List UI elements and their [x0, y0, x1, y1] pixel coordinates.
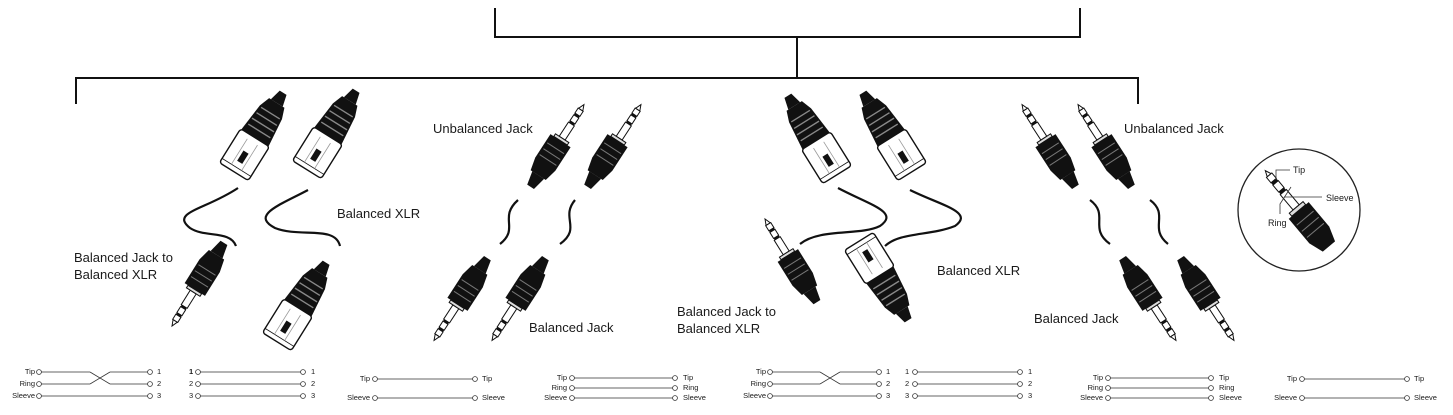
wiring-schematic-xlr-straight: 1 2 3 1 2 3	[905, 367, 1032, 400]
svg-text:1: 1	[189, 367, 193, 376]
xlr-connector	[772, 86, 853, 185]
svg-text:Ring: Ring	[552, 383, 567, 392]
svg-text:Sleeve: Sleeve	[1414, 393, 1437, 402]
svg-text:Tip: Tip	[1414, 374, 1424, 383]
svg-text:Ring: Ring	[683, 383, 698, 392]
svg-text:2: 2	[189, 379, 193, 388]
xlr-connector	[847, 83, 928, 182]
section-3-cables	[754, 83, 962, 330]
xlr-connector	[291, 81, 372, 180]
svg-text:Tip: Tip	[756, 367, 766, 376]
svg-text:Tip: Tip	[1093, 373, 1103, 382]
inset-label-ring: Ring	[1268, 218, 1287, 228]
label-balanced-xlr: Balanced XLR	[337, 206, 420, 221]
svg-text:Ring: Ring	[20, 379, 35, 388]
svg-text:3: 3	[311, 391, 315, 400]
balanced-jack-plug	[1112, 251, 1187, 348]
svg-text:Tip: Tip	[25, 367, 35, 376]
inset-label-tip: Tip	[1293, 165, 1305, 175]
svg-text:Tip: Tip	[1287, 374, 1297, 383]
section-2-cables	[423, 97, 652, 348]
xlr-connector	[261, 253, 342, 352]
svg-text:Tip: Tip	[482, 374, 492, 383]
svg-text:2: 2	[311, 379, 315, 388]
inset-label-sleeve: Sleeve	[1326, 193, 1354, 203]
svg-text:Sleeve: Sleeve	[544, 393, 567, 402]
label-balanced-jack: Balanced Jack	[529, 320, 614, 335]
label-unbalanced-jack: Unbalanced Jack	[1124, 121, 1224, 136]
label-balanced-xlr: Balanced XLR	[937, 263, 1020, 278]
svg-text:Ring: Ring	[751, 379, 766, 388]
svg-text:1: 1	[311, 367, 315, 376]
svg-text:Sleeve: Sleeve	[1219, 393, 1242, 402]
svg-text:2: 2	[886, 379, 890, 388]
wiring-schematic-ts: Tip Sleeve Tip Sleeve	[347, 374, 505, 402]
wiring-schematic-trs: Tip Ring Sleeve Tip Ring Sleeve	[544, 373, 706, 402]
svg-text:3: 3	[189, 391, 193, 400]
svg-text:3: 3	[905, 391, 909, 400]
svg-text:2: 2	[1028, 379, 1032, 388]
svg-text:Sleeve: Sleeve	[683, 393, 706, 402]
balanced-jack-plug	[754, 212, 828, 309]
wiring-schematic-crossover: Tip Ring Sleeve 1 2 3	[743, 367, 890, 400]
svg-text:Sleeve: Sleeve	[1274, 393, 1297, 402]
jack-anatomy-inset	[1237, 148, 1361, 272]
svg-text:Ring: Ring	[1219, 383, 1234, 392]
wiring-schematic-ts: Tip Sleeve Tip Sleeve	[1274, 374, 1437, 402]
svg-text:Ring: Ring	[1088, 383, 1103, 392]
label-balanced-jack-to-xlr: Balanced Jack to	[74, 250, 173, 265]
balanced-jack-plug	[1170, 251, 1245, 348]
xlr-connector	[218, 83, 299, 182]
svg-text:Tip: Tip	[683, 373, 693, 382]
section-1-cables	[161, 81, 372, 352]
svg-text:Tip: Tip	[557, 373, 567, 382]
wiring-schematic-xlr-straight: 1 2 3 1 2 3	[189, 367, 315, 400]
svg-text:3: 3	[886, 391, 890, 400]
wiring-schematic-trs: Tip Ring Sleeve Tip Ring Sleeve	[1080, 373, 1242, 402]
svg-text:2: 2	[905, 379, 909, 388]
connection-tree	[75, 8, 1139, 104]
svg-text:3: 3	[1028, 391, 1032, 400]
label-balanced-jack: Balanced Jack	[1034, 311, 1119, 326]
svg-text:Sleeve: Sleeve	[743, 391, 766, 400]
svg-text:2: 2	[157, 379, 161, 388]
label-balanced-jack-to-xlr: Balanced Jack to	[677, 304, 776, 319]
svg-text:Tip: Tip	[360, 374, 370, 383]
wiring-schematic-crossover: Tip Ring Sleeve 1 2 3	[12, 367, 161, 400]
balanced-jack-plug	[1011, 97, 1086, 194]
unbalanced-jack-plug	[520, 97, 595, 194]
svg-text:1: 1	[157, 367, 161, 376]
label-balanced-jack-to-xlr: Balanced XLR	[677, 321, 760, 336]
section-4-cables	[1011, 97, 1245, 348]
svg-text:Sleeve: Sleeve	[482, 393, 505, 402]
svg-text:Sleeve: Sleeve	[1080, 393, 1103, 402]
label-balanced-jack-to-xlr: Balanced XLR	[74, 267, 157, 282]
svg-text:1: 1	[905, 367, 909, 376]
svg-text:Tip: Tip	[1219, 373, 1229, 382]
unbalanced-jack-plug	[1067, 97, 1142, 194]
svg-text:1: 1	[886, 367, 890, 376]
svg-text:1: 1	[1028, 367, 1032, 376]
balanced-jack-plug	[423, 251, 498, 348]
svg-text:3: 3	[157, 391, 161, 400]
label-unbalanced-jack: Unbalanced Jack	[433, 121, 533, 136]
xlr-connector	[843, 231, 924, 330]
svg-text:Sleeve: Sleeve	[347, 393, 370, 402]
svg-text:Sleeve: Sleeve	[12, 391, 35, 400]
balanced-jack-plug	[577, 97, 652, 194]
